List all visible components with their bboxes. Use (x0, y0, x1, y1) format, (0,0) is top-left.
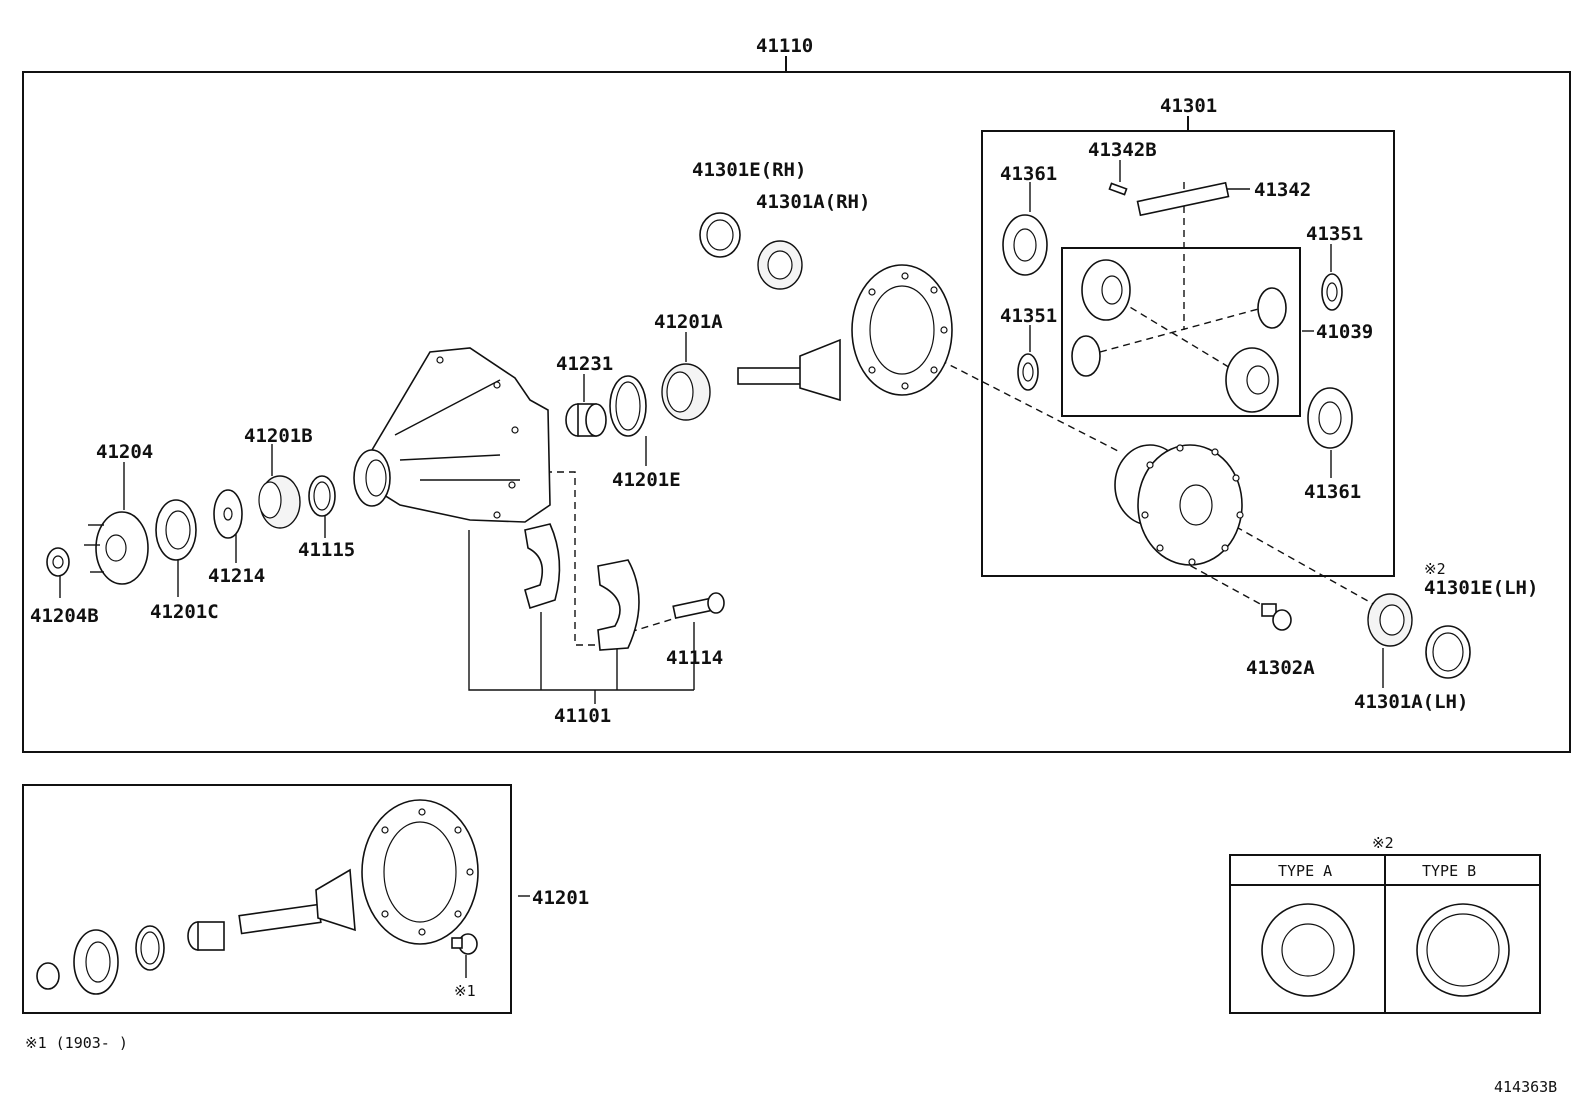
washer-41351-right (1321, 273, 1343, 311)
shim-41301e-rh (699, 212, 741, 258)
label-note2-top: ※2 (1424, 560, 1446, 578)
label-41342b: 41342B (1088, 139, 1157, 161)
label-41301a-lh: 41301A(LH) (1354, 691, 1468, 713)
bearing-cap-left (524, 523, 561, 610)
label-41201: 41201 (532, 887, 589, 909)
pinion-gear-set-41039 (1071, 259, 1287, 413)
label-41039: 41039 (1316, 321, 1373, 343)
label-note1-mark: ※1 (454, 982, 476, 1000)
label-41204b: 41204B (30, 605, 99, 627)
washer-41351-left (1017, 353, 1039, 391)
diagram-id: 414363B (1494, 1078, 1557, 1096)
label-41201c: 41201C (150, 601, 219, 623)
label-41342: 41342 (1254, 179, 1311, 201)
thrust-washer-41361-bottom (1307, 387, 1353, 449)
label-type-b: TYPE B (1422, 862, 1476, 880)
label-41361-top: 41361 (1000, 163, 1057, 185)
oil-slinger-41214 (213, 489, 243, 539)
bearing-41201a (661, 363, 711, 421)
flange-nut-41204b (46, 547, 70, 577)
label-41201b: 41201B (244, 425, 313, 447)
bearing-41301a-lh (1367, 593, 1413, 647)
label-41214: 41214 (208, 565, 265, 587)
label-41301a-rh: 41301A(RH) (756, 191, 870, 213)
label-41301e-lh: 41301E(LH) (1424, 577, 1538, 599)
label-41201e: 41201E (612, 469, 681, 491)
footnote: ※1 (1903- ) (25, 1034, 128, 1052)
label-41204: 41204 (96, 441, 153, 463)
oil-seal-41201c (155, 499, 197, 561)
label-41114: 41114 (666, 647, 723, 669)
bearing-race-41201e (609, 375, 647, 437)
ring-gear-pinion-upper (737, 264, 953, 402)
companion-flange-41204 (84, 511, 149, 585)
carrier-housing-41101 (353, 347, 551, 523)
ring-pinion-set-41201 (36, 799, 479, 995)
ring-gear-bolt-41302a (1261, 603, 1292, 631)
label-41301e-rh: 41301E(RH) (692, 159, 806, 181)
label-41301: 41301 (1160, 95, 1217, 117)
cap-bolt-41114 (672, 592, 725, 619)
label-41101: 41101 (554, 705, 611, 727)
label-type-a: TYPE A (1278, 862, 1332, 880)
type-a-illustration (1261, 903, 1355, 997)
spacer-41231 (565, 403, 607, 437)
bearing-41301a-rh (757, 240, 803, 290)
pinion-shaft-41342 (1136, 181, 1230, 217)
lock-pin-41342b (1108, 182, 1128, 196)
bearing-41201b (258, 475, 301, 529)
ring-pinion-set-frame (22, 784, 512, 1014)
label-41351-left: 41351 (1000, 305, 1057, 327)
type-b-illustration (1416, 903, 1510, 997)
shim-41301e-lh (1425, 625, 1471, 679)
label-41115: 41115 (298, 539, 355, 561)
label-41361-bottom: 41361 (1304, 481, 1361, 503)
pinion-gear-subframe (1061, 247, 1301, 417)
differential-case (1114, 444, 1244, 566)
washer-41115 (308, 475, 336, 517)
label-41231: 41231 (556, 353, 613, 375)
label-41351-right: 41351 (1306, 223, 1363, 245)
label-41201a: 41201A (654, 311, 723, 333)
label-41302a: 41302A (1246, 657, 1315, 679)
thrust-washer-41361-top (1002, 214, 1048, 276)
label-41110: 41110 (756, 35, 813, 57)
bearing-cap-right (597, 559, 640, 651)
assembly-frame (22, 71, 1571, 753)
label-note2-table: ※2 (1372, 834, 1394, 852)
